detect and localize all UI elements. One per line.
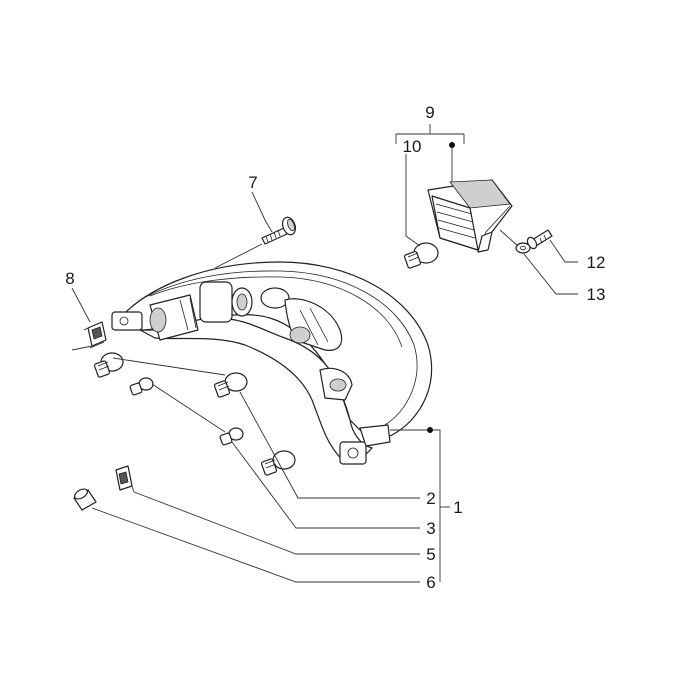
- callout-9: 9: [425, 103, 434, 122]
- callout-labels: 7 8 9 10 12 13 2 1 3 5 6: [65, 103, 605, 592]
- washer-13: [515, 242, 531, 254]
- bulb-3: [219, 427, 244, 446]
- license-plate-light: [427, 179, 513, 253]
- leader-lines: [71, 124, 578, 583]
- callout-6: 6: [426, 573, 435, 592]
- callout-5: 5: [426, 545, 435, 564]
- screw-7: [261, 216, 297, 245]
- bulb-small-upper: [129, 377, 154, 396]
- callout-10: 10: [403, 137, 422, 156]
- bulb-2: [213, 372, 248, 398]
- callout-dots: [427, 142, 455, 433]
- tail-light-housing: [111, 261, 433, 465]
- spacer-6: [73, 488, 97, 511]
- bulb-lower: [260, 450, 296, 476]
- bulb-socket-right: [260, 287, 343, 351]
- callout-8: 8: [65, 269, 74, 288]
- bulb-socket-center: [199, 281, 253, 323]
- bulb-10: [403, 242, 439, 269]
- clip-5: [115, 465, 135, 493]
- callout-12: 12: [587, 253, 606, 272]
- callout-13: 13: [587, 285, 606, 304]
- callout-2: 2: [426, 489, 435, 508]
- bulb-socket-left: [149, 294, 199, 341]
- callout-3: 3: [426, 519, 435, 538]
- callout-1: 1: [453, 498, 462, 517]
- bulb-socket-lower: [319, 367, 353, 401]
- callout-7: 7: [248, 173, 257, 192]
- bulb-left: [93, 352, 124, 378]
- clip-8: [83, 321, 107, 349]
